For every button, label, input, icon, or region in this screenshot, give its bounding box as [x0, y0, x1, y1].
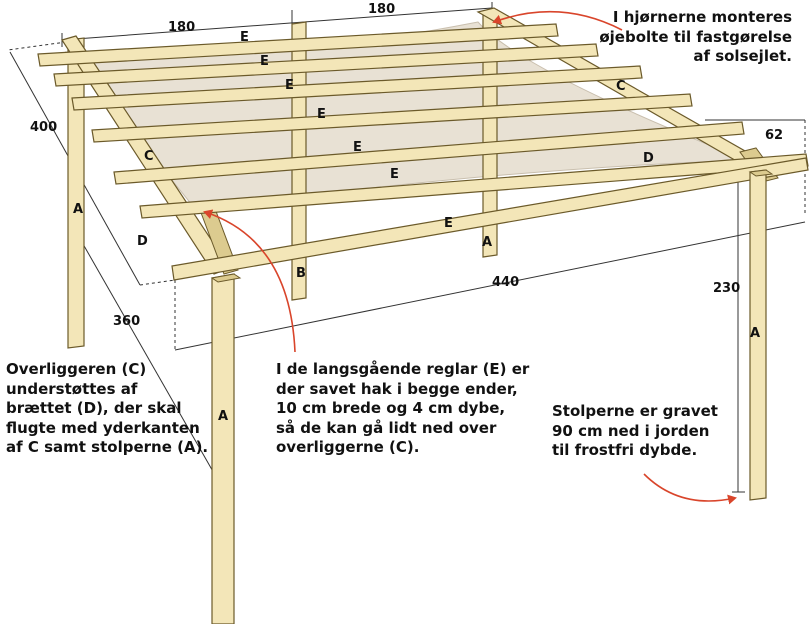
note-line: af solsejlet.: [693, 47, 792, 65]
callout-arrows: [203, 10, 737, 505]
note-line: Stolperne er gravet: [552, 402, 718, 420]
note-line: 90 cm ned i jorden: [552, 421, 710, 440]
post-front-left-top: [210, 273, 242, 283]
label-e-5: E: [353, 140, 362, 155]
note-line: I de langsgående reglar (E) er: [276, 360, 530, 378]
label-e-2: E: [260, 54, 269, 69]
post-front-right-top: [748, 169, 774, 177]
dim-d-offset: 62: [765, 128, 783, 143]
note-line: 10 cm brede og 4 cm dybe,: [276, 399, 506, 417]
post-back-left: [67, 37, 85, 349]
note-line: så de kan gå lidt ned over: [276, 418, 497, 437]
note-line: understøttes af: [6, 379, 138, 398]
label-a-front-right: A: [750, 326, 760, 341]
dim-top-left: 180: [168, 20, 195, 35]
note-line: til frostfri dybde.: [552, 441, 698, 459]
note-post-depth: Stolperne er gravet 90 cm ned i jorden t…: [552, 402, 718, 461]
post-front-left: [211, 273, 235, 624]
arrow-right: [643, 473, 737, 505]
dim-post-height: 230: [713, 281, 740, 296]
label-d-right: D: [643, 151, 654, 166]
label-c-right: C: [616, 79, 626, 94]
rafters: [37, 23, 809, 219]
label-b-middle: B: [296, 266, 306, 281]
note-rafter-notches: I de langsgående reglar (E) er der savet…: [276, 360, 529, 458]
rafter-4: [91, 93, 693, 143]
rafter-6: [139, 153, 809, 219]
label-e-1: E: [240, 30, 249, 45]
label-a-back-right: A: [482, 235, 492, 250]
dim-length: 440: [492, 275, 519, 290]
dimension-labels: 180 180 400 62 440 360 230: [30, 2, 783, 329]
arrow-top-right: [492, 10, 623, 31]
rafter-3: [71, 65, 643, 111]
label-a-front-left: A: [218, 409, 228, 424]
label-c-left: C: [144, 149, 154, 164]
note-line: Overliggeren (C): [6, 360, 147, 378]
note-line: af C samt stolperne (A).: [6, 438, 209, 456]
rafter-1: [37, 23, 559, 67]
front-posts: [210, 169, 774, 624]
note-line: I hjørnerne monteres: [612, 8, 792, 26]
note-beam-support: Overliggeren (C) understøttes af brættet…: [6, 360, 208, 458]
label-e-6: E: [390, 167, 399, 182]
part-labels: E E E E E E E C C D D A A A A B: [73, 30, 760, 424]
rafter-front: [171, 157, 809, 281]
label-e-7: E: [444, 216, 453, 231]
note-line: flugte med yderkanten: [6, 418, 200, 437]
label-e-3: E: [285, 78, 294, 93]
dim-post-width: 360: [113, 314, 140, 329]
dim-depth: 400: [30, 120, 57, 135]
note-line: der savet hak i begge ender,: [276, 379, 518, 398]
label-a-back-left: A: [73, 202, 83, 217]
arrow-middle: [203, 209, 296, 353]
note-line: øjebolte til fastgørelse: [599, 27, 792, 46]
rafter-5: [113, 121, 745, 185]
note-eyebolts: I hjørnerne monteres øjebolte til fastgø…: [560, 8, 792, 67]
dim-top-right: 180: [368, 2, 395, 17]
label-e-4: E: [317, 107, 326, 122]
note-line: brættet (D), der skal: [6, 399, 182, 417]
rafter-2: [53, 43, 599, 87]
note-line: overliggerne (C).: [276, 438, 420, 456]
label-d-left: D: [137, 234, 148, 249]
